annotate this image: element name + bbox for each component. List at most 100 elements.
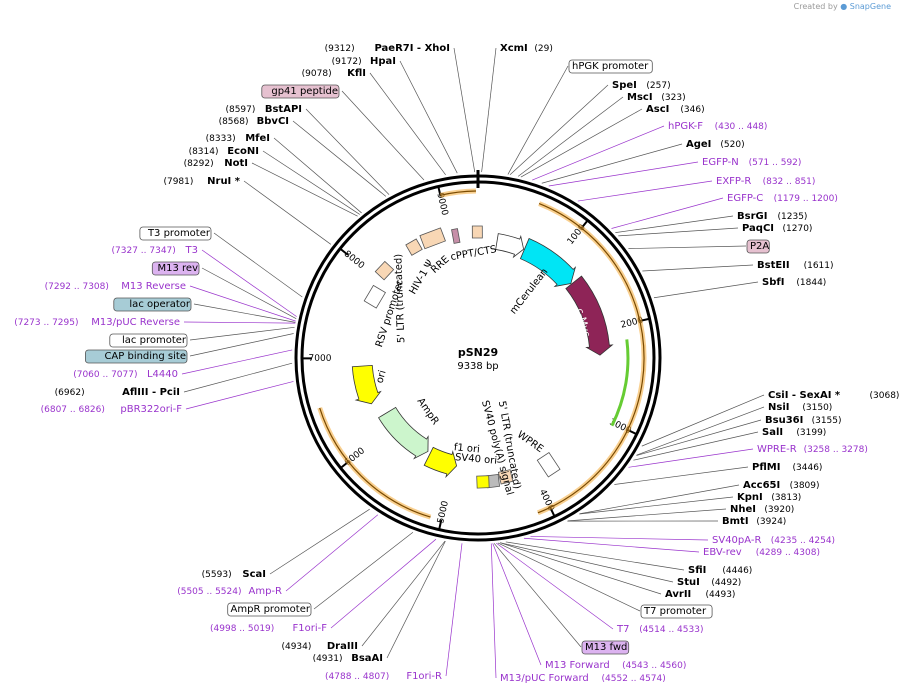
right-label-enzyme: CsiI - SexAI *(3068) [768, 390, 899, 401]
right-label-enzyme: Acc65I (3809) [743, 480, 820, 491]
label-position: (3199) [796, 428, 826, 438]
label-name: DraIII [327, 641, 358, 652]
tick-mark [339, 247, 349, 256]
right-label-enzyme: AvrII(4493) [665, 589, 735, 600]
left-label-primer: F1ori-F(4998 .. 5019) [210, 623, 327, 634]
label-position: (4998 .. 5019) [210, 624, 274, 634]
label-position: (9172) [332, 57, 362, 67]
label-position: (257) [646, 81, 670, 91]
right-label-primer: WPRE-R(3258 .. 3278) [757, 444, 868, 455]
leader-line [520, 108, 643, 178]
cmyc-arrow [565, 275, 614, 356]
label-name: M13 Reverse [121, 281, 186, 292]
watermark-prefix: Created by [793, 2, 838, 11]
label-name: SpeI [612, 80, 637, 91]
label-name: Bsu36I [765, 415, 803, 426]
right-label-enzyme: SfiI(4446) [688, 565, 752, 576]
left-label-enzyme: AflIII - PciI(6962) [55, 387, 180, 398]
snapgene-logo-icon: ● [840, 2, 848, 11]
leader-line [541, 143, 683, 184]
label-name: T3 [185, 245, 198, 256]
label-name: PflMI [752, 462, 780, 473]
right-label-primer: T7(4514 .. 4533) [616, 624, 703, 635]
label-position: (346) [680, 105, 704, 115]
label-position: (7327 .. 7347) [112, 246, 176, 256]
right-label-enzyme: NheI(3920) [730, 504, 794, 515]
leader-line [189, 326, 295, 341]
label-name: MscI [627, 92, 653, 103]
left-label-enzyme: NotI(8292) [184, 158, 248, 169]
label-position: (1270) [783, 224, 813, 234]
leader-line [445, 543, 463, 677]
label-name: NsiI [768, 402, 789, 413]
label-name: PaeR7I - XhoI [374, 43, 450, 54]
orf-arc-right-line [537, 203, 645, 514]
leader-line [509, 84, 609, 176]
right-label-feature_violet: M13 fwd [581, 640, 630, 655]
right-label-enzyme: StuI(4492) [677, 577, 741, 588]
right-label-feature_box: T7 promoter [640, 604, 713, 619]
leader-line [642, 264, 754, 272]
leader-line [496, 542, 614, 630]
label-name: EBV-rev [703, 547, 742, 558]
leader-line [305, 108, 390, 195]
left-label-enzyme: BsaAI(4931) [313, 653, 383, 664]
label-name: NruI * [207, 176, 241, 187]
label-position: (3068) [870, 391, 899, 401]
label-name: Acc65I [743, 480, 780, 491]
label-name: BbvCI [257, 116, 289, 127]
right-label-enzyme: BmtI(3924) [722, 516, 786, 527]
f1-ori-arrow [423, 446, 458, 479]
leader-line [313, 531, 414, 610]
feature-label-box [746, 239, 770, 254]
watermark-brand: SnapGene [849, 2, 891, 11]
right-label-feature_box: hPGK promoter [568, 59, 653, 74]
leader-line [386, 540, 446, 659]
leader-line [492, 543, 542, 666]
leader-line [505, 541, 685, 571]
label-name: M13 rev [158, 263, 199, 274]
right-label-enzyme: SalI (3199) [762, 427, 826, 438]
label-position: (4543 .. 4560) [622, 661, 686, 671]
left-label-feature_box: AmpR promoter [227, 602, 312, 617]
leader-line [507, 65, 569, 175]
label-position: (3258 .. 3278) [804, 445, 868, 455]
leader-line [481, 47, 497, 173]
label-position: (3809) [790, 481, 820, 491]
right-label-primer: SV40pA-R(4235 .. 4254) [712, 535, 835, 546]
label-position: (3920) [764, 505, 794, 515]
label-position: (3155) [812, 416, 842, 426]
left-label-primer: M13/pUC Reverse(7273 .. 7295) [14, 317, 180, 328]
leader-line [273, 137, 362, 214]
right-label-primer: EGFP-N(571 .. 592) [702, 157, 801, 168]
leader-line [399, 60, 458, 174]
label-name: T7 promoter [643, 606, 707, 617]
rsv-promoter-box [363, 284, 386, 309]
label-position: (520) [720, 140, 744, 150]
feature-label-box [581, 640, 630, 655]
leader-line [636, 406, 765, 456]
label-name: gp41 peptide [271, 86, 338, 97]
wpre-box [536, 451, 561, 478]
label-name: BsaAI [351, 653, 383, 664]
right-label-primer: EGFP-C(1179 .. 1200) [727, 193, 838, 204]
label-position: (7060 .. 7077) [73, 370, 137, 380]
right-label-enzyme: XcmI(29) [500, 43, 553, 54]
leader-line [497, 542, 641, 612]
label-position: (8568) [219, 117, 249, 127]
leader-line [330, 538, 437, 629]
label-name: L4440 [147, 369, 178, 380]
left-label-enzyme: NruI *(7981) [163, 176, 240, 187]
inner-feature-label: f1 ori [453, 442, 480, 455]
hiv1-psi-box [405, 238, 423, 256]
right-label-enzyme: BsrGI(1235) [737, 211, 807, 222]
label-name: EcoNI [227, 146, 259, 157]
inner-feature-label: RRE [429, 254, 451, 276]
right-label-enzyme: KpnI(3813) [737, 492, 801, 503]
label-position: (7273 .. 7295) [14, 318, 78, 328]
leader-line [493, 543, 582, 648]
label-name: T3 promoter [147, 228, 211, 239]
leader-line [269, 508, 370, 575]
leader-line [577, 180, 713, 202]
label-name: SalI [762, 427, 783, 438]
